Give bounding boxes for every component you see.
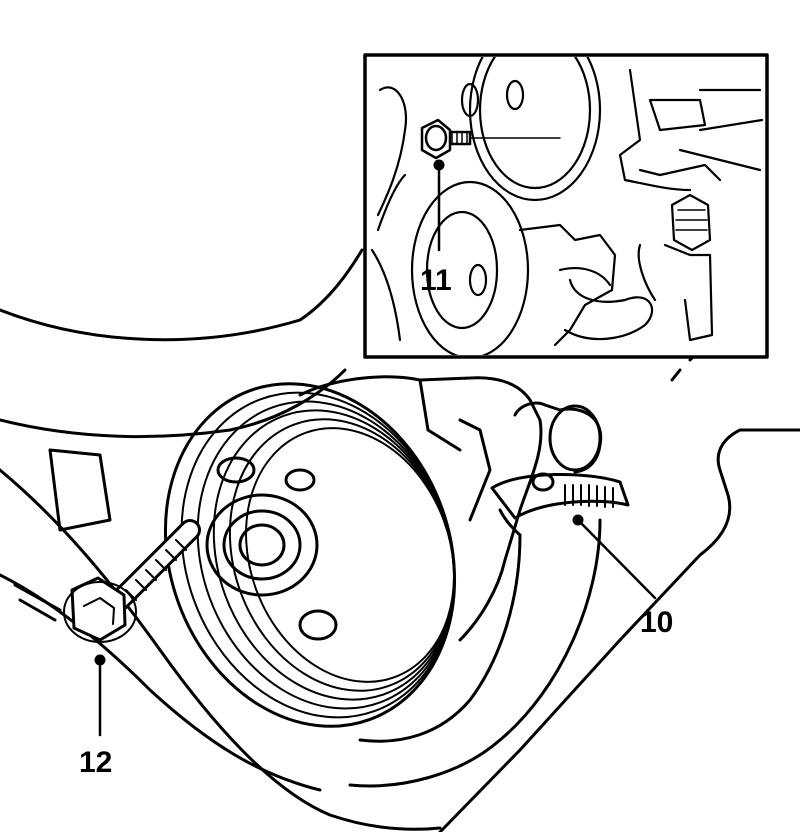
mounting-bracket (13, 448, 112, 622)
inset-detail: 11 (363, 53, 769, 359)
pulley-hub (205, 493, 319, 597)
pulley (163, 382, 457, 728)
label-11: 11 (420, 264, 452, 297)
inset-wheel (468, 57, 602, 202)
inset-frame (363, 53, 769, 359)
pulley-hole (284, 468, 316, 492)
callout-11: 11 (420, 159, 452, 297)
pump-body-detail (418, 378, 492, 522)
hose-clamp (490, 401, 630, 537)
inset-nut (648, 98, 707, 132)
upper-hose (0, 248, 364, 342)
pulley-hole (298, 609, 338, 641)
engine-contour (438, 428, 800, 834)
upper-hose-lower-edge (0, 368, 347, 439)
label-10: 10 (640, 606, 673, 639)
return-hose (358, 533, 522, 743)
pulley-hole (216, 456, 256, 484)
main-view: 10 12 (0, 248, 800, 834)
lower-hose-outer (0, 468, 442, 831)
pump-body (298, 375, 543, 642)
inset-pulley (410, 180, 530, 355)
callout-10: 10 (572, 514, 673, 639)
bolt-11 (420, 118, 561, 160)
bolt-12 (63, 519, 201, 643)
label-12: 12 (79, 746, 112, 779)
return-hose-edge (348, 518, 602, 788)
inset-sensor (670, 193, 712, 252)
callout-12: 12 (79, 654, 112, 779)
